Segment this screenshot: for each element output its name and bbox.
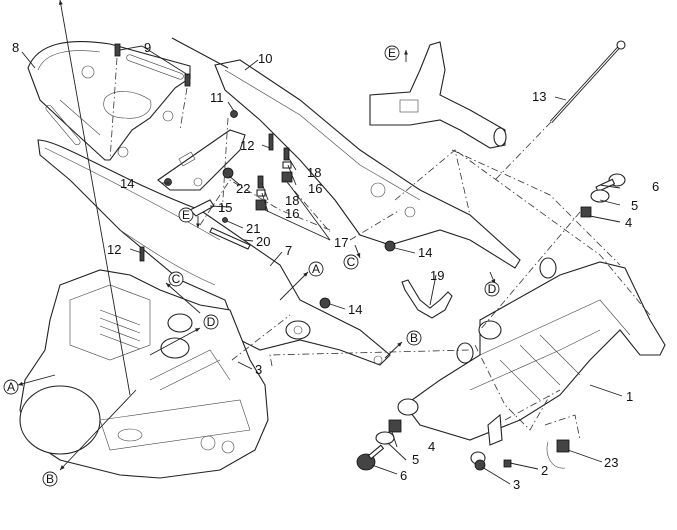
part-label-15: 14 bbox=[120, 176, 134, 191]
leader-lines bbox=[21, 45, 623, 485]
reference-letters: E E A A B B C C bbox=[3, 45, 500, 487]
svg-text:C: C bbox=[347, 255, 356, 269]
svg-text:B: B bbox=[410, 331, 418, 345]
svg-text:A: A bbox=[312, 262, 320, 276]
part-label-3: 3 bbox=[513, 477, 520, 492]
part-label-6: 6 bbox=[400, 468, 407, 483]
svg-text:D: D bbox=[207, 315, 216, 329]
part-label-18: 18 bbox=[285, 193, 299, 208]
part-label-12: 12 bbox=[107, 242, 121, 257]
svg-text:D: D bbox=[488, 282, 497, 296]
part-label-12: 12 bbox=[240, 138, 254, 153]
pivot-shaft-13 bbox=[549, 40, 626, 124]
bracket-19 bbox=[401, 279, 453, 319]
part-label-4: 4 bbox=[625, 215, 632, 230]
part-label-23: 23 bbox=[604, 455, 618, 470]
part-label-8: 8 bbox=[12, 40, 19, 55]
svg-text:B: B bbox=[46, 472, 54, 486]
part-label-9: 9 bbox=[144, 40, 151, 55]
seat-support-plate bbox=[27, 41, 191, 161]
part-label-11: 11 bbox=[210, 90, 224, 105]
ref-letter-D-engine: D bbox=[203, 314, 219, 330]
svg-text:E: E bbox=[388, 46, 396, 60]
ref-letter-B-frame: B bbox=[406, 330, 422, 346]
ref-letter-B-engine: B bbox=[42, 471, 58, 487]
part-label-13: 13 bbox=[532, 89, 546, 104]
part-label-6: 6 bbox=[652, 179, 659, 194]
part-label-1: 1 bbox=[626, 389, 633, 404]
part-label-14: 14 bbox=[348, 302, 362, 317]
part-label-21: 21 bbox=[246, 221, 260, 236]
part-label-16: 16 bbox=[285, 206, 299, 221]
rear-subframe bbox=[171, 37, 521, 269]
svg-text:C: C bbox=[172, 272, 181, 286]
part-label-7: 7 bbox=[285, 243, 292, 258]
part-label-2: 2 bbox=[541, 463, 548, 478]
part-label-5: 5 bbox=[412, 452, 419, 467]
ref-letter-A-frame: A bbox=[308, 261, 324, 277]
part-label-16: 15 bbox=[218, 200, 232, 215]
part-label-22: 22 bbox=[236, 181, 250, 196]
part-label-3: 3 bbox=[255, 362, 262, 377]
part-labels: 8 9 10 11 12 13 6 5 4 18 16 18 16 15 17 … bbox=[12, 40, 659, 492]
svg-text:A: A bbox=[7, 380, 15, 394]
part-label-4: 4 bbox=[428, 439, 435, 454]
ref-letter-C-frame: C bbox=[343, 254, 359, 270]
seat-bracket bbox=[157, 129, 246, 191]
ref-letter-E-top: E bbox=[384, 45, 400, 61]
main-frame bbox=[397, 257, 666, 465]
ref-letter-E-mid: E bbox=[178, 207, 194, 223]
reference-arrows bbox=[17, 0, 496, 471]
pivot-hardware-left bbox=[356, 419, 570, 471]
ref-letter-D-frame: D bbox=[484, 281, 500, 297]
ref-letter-C-engine: C bbox=[168, 271, 184, 287]
part-label-17: 17 bbox=[334, 235, 348, 250]
pivot-hardware-right bbox=[580, 173, 626, 218]
svg-text:E: E bbox=[182, 208, 190, 222]
exhaust-manifold bbox=[369, 41, 507, 149]
part-label-19: 19 bbox=[430, 268, 444, 283]
bolts-9 bbox=[109, 43, 191, 161]
assembly-lines bbox=[199, 117, 651, 441]
part-label-16: 16 bbox=[308, 181, 322, 196]
part-label-14: 14 bbox=[418, 245, 432, 260]
part-label-5: 5 bbox=[631, 198, 638, 213]
ref-letter-A-engine: A bbox=[3, 379, 19, 395]
part-label-10: 10 bbox=[258, 51, 272, 66]
part-label-18: 18 bbox=[307, 165, 321, 180]
part-label-20: 20 bbox=[256, 234, 270, 249]
